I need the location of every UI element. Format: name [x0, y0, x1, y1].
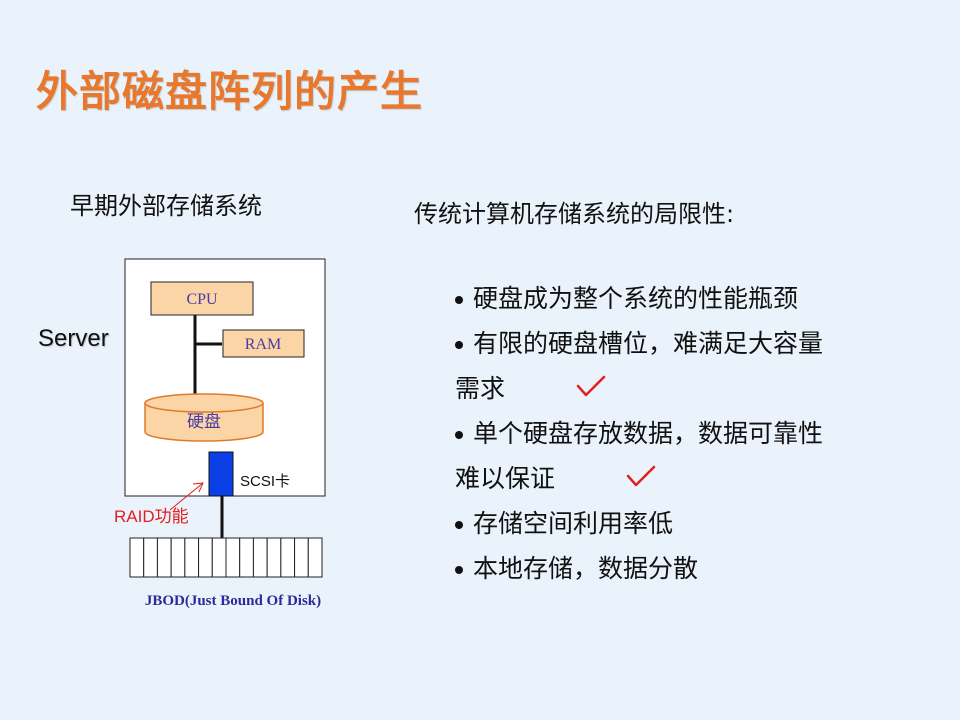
- bullet-text: 有限的硬盘槽位，难满足大容量: [473, 329, 824, 358]
- bullet-text: 单个硬盘存放数据，数据可靠性: [473, 419, 824, 448]
- diagram-caption: 早期外部存储系统: [70, 192, 262, 220]
- cpu-box: [150, 281, 254, 316]
- bullet-item: 有限的硬盘槽位，难满足大容量: [455, 321, 925, 366]
- raid-arrowhead: [192, 482, 204, 493]
- jbod-disk-slot: [170, 537, 186, 578]
- bullet-continuation: 难以保证: [455, 456, 925, 501]
- jbod-disk-slot: [294, 537, 309, 578]
- limitations-list: 硬盘成为整个系统的性能瓶颈有限的硬盘槽位，难满足大容量需求单个硬盘存放数据，数据…: [455, 276, 925, 591]
- jbod-label: JBOD(Just Bound Of Disk): [145, 593, 321, 609]
- bullet-dot-icon: [455, 296, 463, 304]
- jbod-disk-slot: [143, 537, 158, 578]
- jbod-disk-slot: [156, 537, 172, 578]
- bullet-text: 需求: [455, 374, 506, 403]
- raid-label: RAID功能: [114, 507, 189, 526]
- ram-box: [222, 329, 305, 358]
- jbod-disk-slot: [252, 537, 268, 578]
- bullet-item: 硬盘成为整个系统的性能瓶颈: [455, 276, 925, 321]
- disk-label: 硬盘: [187, 412, 221, 432]
- bullet-text: 难以保证: [455, 464, 556, 493]
- bullet-item: 存储空间利用率低: [455, 501, 925, 546]
- bullet-continuation: 需求: [455, 366, 925, 411]
- jbod-disk-slot: [266, 537, 282, 578]
- bullet-item: 单个硬盘存放数据，数据可靠性: [455, 411, 925, 456]
- bullet-dot-icon: [455, 566, 463, 574]
- jbod-disk-slot: [280, 537, 296, 578]
- cpu-label: CPU: [186, 291, 218, 308]
- bullet-text: 存储空间利用率低: [473, 509, 674, 538]
- bullet-text: 硬盘成为整个系统的性能瓶颈: [473, 284, 799, 313]
- server-label: Server: [38, 325, 109, 352]
- bullet-dot-icon: [455, 431, 463, 439]
- jbod-array: [129, 537, 323, 578]
- jbod-disk-slot: [198, 537, 213, 578]
- disk-top: [144, 393, 264, 413]
- raid-arrow: [169, 482, 204, 511]
- bullet-item: 本地存储，数据分散: [455, 546, 925, 591]
- limitations-heading: 传统计算机存储系统的局限性:: [414, 200, 735, 228]
- jbod-disk-slot: [239, 537, 254, 578]
- checkmark-icon: [576, 375, 606, 397]
- jbod-disk-slot: [129, 537, 145, 578]
- checkmark-icon: [626, 465, 656, 487]
- ram-label: RAM: [245, 336, 281, 353]
- scsi-card: [208, 451, 234, 497]
- scsi-label: SCSI卡: [240, 473, 290, 490]
- bullet-dot-icon: [455, 341, 463, 349]
- jbod-disk-slot: [225, 537, 241, 578]
- jbod-disk-slot: [211, 537, 227, 578]
- bullet-dot-icon: [455, 521, 463, 529]
- jbod-disk-slot: [307, 537, 323, 578]
- jbod-disk-slot: [184, 537, 200, 578]
- disk-cylinder: [144, 403, 264, 442]
- bullet-text: 本地存储，数据分散: [473, 554, 699, 583]
- page-title: 外部磁盘阵列的产生: [36, 67, 424, 116]
